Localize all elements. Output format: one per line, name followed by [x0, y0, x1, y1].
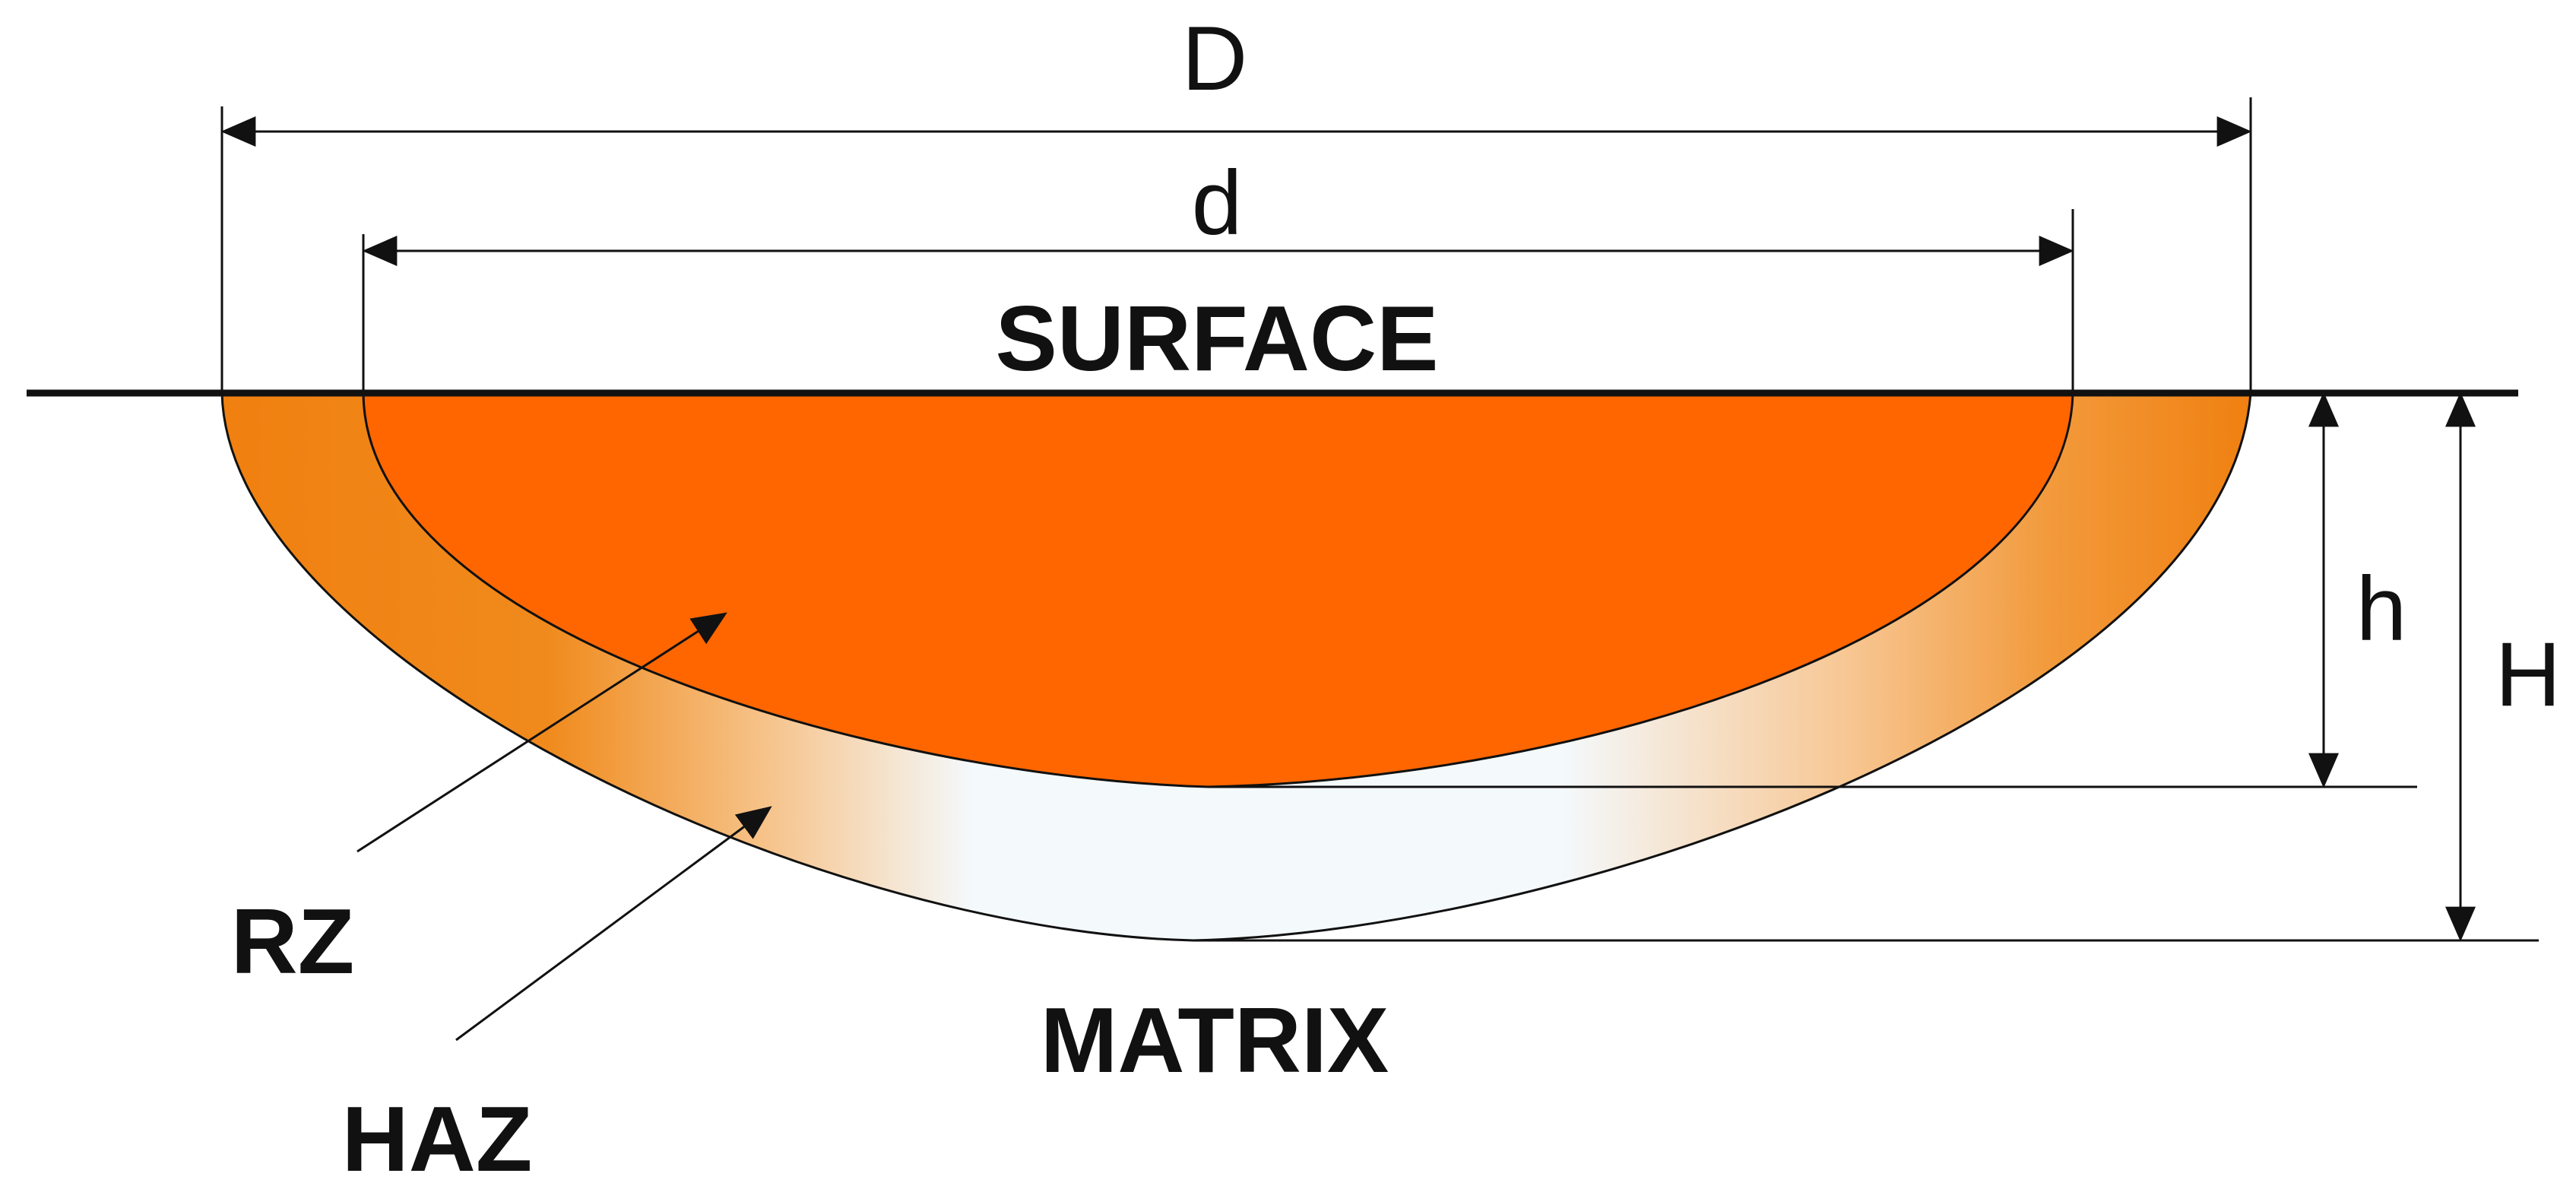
inner-depth-label: h — [2356, 558, 2407, 660]
surface-label: SURFACE — [996, 287, 1439, 390]
rz-label: RZ — [231, 890, 355, 993]
outer-depth-label: H — [2495, 623, 2562, 725]
rz-leader-arrow — [356, 612, 727, 853]
inner-width-label: d — [1192, 152, 1243, 254]
haz-leader-arrow — [455, 806, 772, 1042]
outer-width-label: D — [1182, 8, 1248, 109]
matrix-label: MATRIX — [1041, 988, 1389, 1092]
haz-label: HAZ — [342, 1087, 533, 1186]
